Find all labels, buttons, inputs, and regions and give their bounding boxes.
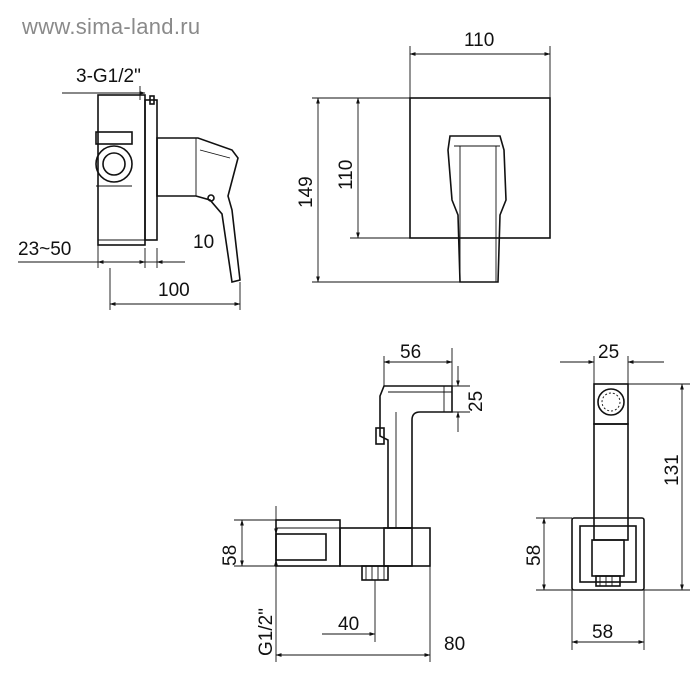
dim-front-w-label: 58 [592,622,613,643]
dim-thread-top-label: 3-G1/2" [76,66,141,87]
dim-outlet-depth: 80 [275,566,465,662]
dim-handshower-len-label: 56 [400,342,421,363]
dim-plate-depth-label: 10 [193,232,214,253]
dim-outlet-depth-label: 80 [444,634,465,655]
handshower-front-view [571,383,645,591]
watermark: www.sima-land.ru [22,14,201,39]
dim-handshower-h-label: 25 [466,391,487,412]
dim-head-height: 131 [628,383,690,591]
dim-plate-width: 110 [409,30,551,98]
mixer-side-view [95,94,241,283]
dim-thread-top: 3-G1/2" [62,66,146,100]
dim-front-h: 58 [524,517,572,591]
dim-plate-height: 110 [336,97,410,239]
dim-head-height-label: 131 [662,454,683,486]
dim-plate-height-label: 110 [336,160,357,190]
dim-head-width: 25 [560,342,664,384]
dim-thread-side-label: G1/2" [256,608,277,656]
dim-total-height-label: 149 [296,176,317,208]
dim-front-h-label: 58 [524,545,545,566]
dim-handshower-len: 56 [383,342,453,386]
dim-wall-range: 23~50 10 [18,232,214,268]
dim-wall-range-label: 23~50 [18,239,71,260]
mixer-front-view [409,97,551,283]
dim-outlet-offset: 40 [322,580,376,642]
handshower-side-view [275,385,453,581]
dim-handshower-h: 25 [452,366,487,432]
dim-holder-side: 58 [220,519,276,567]
dim-plate-width-label: 110 [464,30,494,51]
dim-outlet-offset-label: 40 [338,614,359,635]
dim-total-height: 149 [296,97,460,283]
dim-thread-side: G1/2" [256,506,278,656]
dim-holder-side-label: 58 [220,545,241,566]
dim-head-width-label: 25 [598,342,619,363]
dim-total-depth-label: 100 [158,280,190,301]
dim-total-depth: 100 [109,268,241,310]
dim-front-w: 58 [571,590,645,650]
